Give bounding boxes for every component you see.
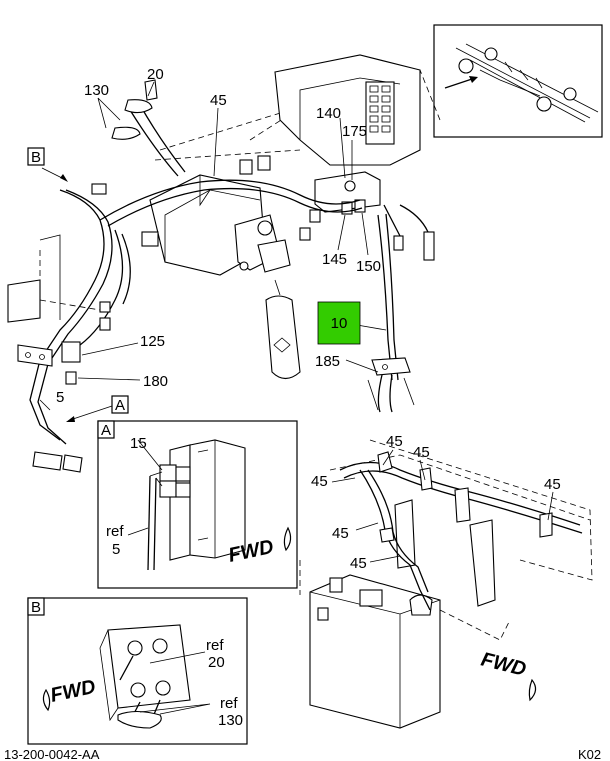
tank-callout-45-d[interactable]: 45 <box>544 476 561 493</box>
callout-5[interactable]: 5 <box>56 389 64 406</box>
callout-125[interactable]: 125 <box>140 333 165 350</box>
detail-b: B ref 20 ref 130 FWD <box>27 597 248 745</box>
detail-a-ref-num[interactable]: 5 <box>112 541 120 558</box>
main-harness-view <box>7 54 441 473</box>
highlight-10-label: 10 <box>331 315 348 332</box>
callout-45[interactable]: 45 <box>210 92 227 109</box>
detail-a-fwd-arrow-icon <box>283 526 292 552</box>
callout-180[interactable]: 180 <box>143 373 168 390</box>
tank-fwd: FWD <box>479 649 529 681</box>
callout-145[interactable]: 145 <box>322 251 347 268</box>
callout-150[interactable]: 150 <box>356 258 381 275</box>
highlight-10[interactable] <box>317 301 361 345</box>
tank-callout-45-c[interactable]: 45 <box>311 473 328 490</box>
sheet-id: K02 <box>578 747 601 761</box>
tank-frame-view: 45 45 45 45 45 45 FWD <box>299 433 593 729</box>
callout-b-box <box>27 147 45 166</box>
tank-callout-45-a[interactable]: 45 <box>386 433 403 450</box>
detail-a-ref-word: ref <box>106 523 124 540</box>
detail-b-ref2-num[interactable]: 130 <box>218 712 243 729</box>
detail-a-letter: A <box>101 422 111 439</box>
detail-b-ref1-word: ref <box>206 637 224 654</box>
callout-a[interactable]: A <box>115 397 125 414</box>
main-callouts: 20 130 45 140 175 B 145 150 125 180 185 … <box>27 66 381 414</box>
fuse-grid <box>369 85 391 133</box>
detail-b-fwd-arrow-icon <box>42 688 51 712</box>
tank-callout-45-e[interactable]: 45 <box>332 525 349 542</box>
callout-185[interactable]: 185 <box>315 353 340 370</box>
detail-a-callout-15[interactable]: 15 <box>130 435 147 452</box>
callout-140[interactable]: 140 <box>316 105 341 122</box>
detail-a: A 15 ref 5 FWD <box>97 420 298 589</box>
detail-b-ref2-word: ref <box>220 695 238 712</box>
detail-b-ref1-num[interactable]: 20 <box>208 654 225 671</box>
callout-175[interactable]: 175 <box>342 123 367 140</box>
locator-inset <box>433 24 603 138</box>
callout-a-box <box>111 395 129 414</box>
tank-fwd-arrow-icon <box>528 678 537 702</box>
callout-b[interactable]: B <box>31 149 41 166</box>
tank-callout-45-f[interactable]: 45 <box>350 555 367 572</box>
callout-20[interactable]: 20 <box>147 66 164 83</box>
detail-b-letter: B <box>31 599 41 616</box>
drawing-id: 13-200-0042-AA <box>4 747 100 761</box>
leader-lines <box>39 81 387 422</box>
tank-callout-45-b[interactable]: 45 <box>413 444 430 461</box>
callout-130[interactable]: 130 <box>84 82 109 99</box>
